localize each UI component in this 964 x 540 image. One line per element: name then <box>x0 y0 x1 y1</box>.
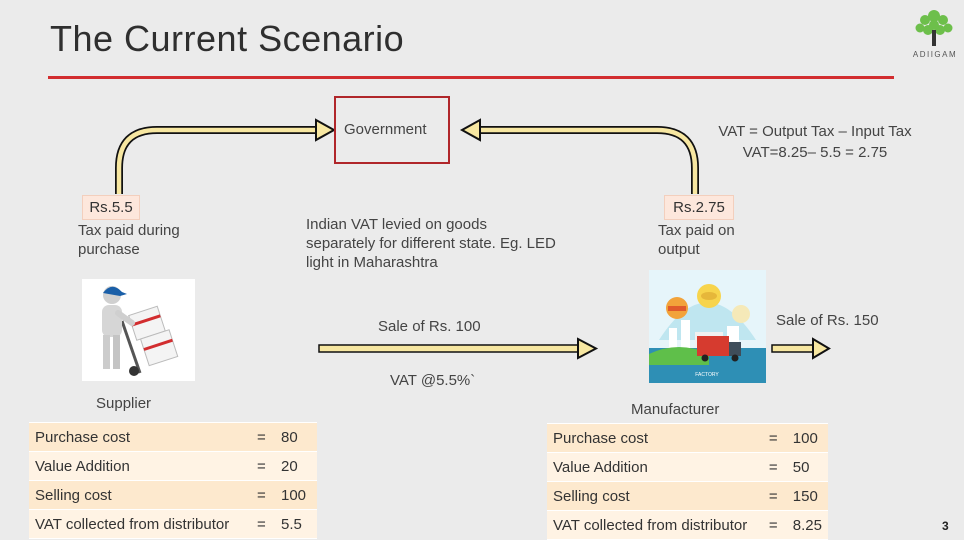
manufacturer-tax-note: Tax paid on output <box>658 222 735 258</box>
cost-value: 80 <box>275 422 317 452</box>
cost-label: Selling cost <box>547 481 763 511</box>
slide-title: The Current Scenario <box>50 18 405 59</box>
right-sale-arrowhead <box>812 337 831 360</box>
supplier-image <box>82 279 195 381</box>
table-row: Selling cost = 150 <box>547 481 828 511</box>
table-row: Purchase cost = 80 <box>29 422 317 452</box>
cost-value: 20 <box>275 451 317 481</box>
equals-sign: = <box>762 452 787 482</box>
factory-illustration-icon: FACTORY <box>649 284 766 383</box>
equals-sign: = <box>251 422 275 452</box>
cost-label: Purchase cost <box>29 422 251 452</box>
table-row: VAT collected from distributor = 8.25 <box>547 510 828 540</box>
supplier-label: Supplier <box>96 395 152 412</box>
cost-value: 8.25 <box>786 510 828 540</box>
equals-sign: = <box>251 480 275 510</box>
factory-image: FACTORY <box>649 270 766 383</box>
sale-100-label: Sale of Rs. 100 <box>378 318 481 335</box>
vat-state-note: Indian VAT levied on goods separately fo… <box>306 216 556 271</box>
cost-label: Value Addition <box>29 451 251 481</box>
cost-label: Selling cost <box>29 480 251 510</box>
vat-formula-line1: VAT = Output Tax – Input Tax <box>718 123 912 140</box>
cost-label: VAT collected from distributor <box>29 509 251 539</box>
manufacturer-cost-table: Purchase cost = 100 Value Addition = 50 … <box>547 423 828 540</box>
equals-sign: = <box>762 481 787 511</box>
cost-value: 100 <box>786 423 828 453</box>
supplier-tax-note: Tax paid during purchase <box>78 222 180 258</box>
cost-value: 150 <box>786 481 828 511</box>
equals-sign: = <box>251 509 275 539</box>
left-curve-arrowhead <box>315 118 337 142</box>
cost-label: VAT collected from distributor <box>547 510 763 540</box>
table-row: Value Addition = 50 <box>547 452 828 482</box>
factory-caption: FACTORY <box>695 372 719 378</box>
government-box <box>334 96 450 164</box>
manufacturer-tax-tag: Rs.2.75 <box>664 195 734 220</box>
vat-formula: VAT = Output Tax – Input Tax VAT=8.25– 5… <box>690 121 940 163</box>
sale-150-label: Sale of Rs. 150 <box>776 312 879 329</box>
manufacturer-label: Manufacturer <box>631 401 720 418</box>
table-row: VAT collected from distributor = 5.5 <box>29 509 317 539</box>
page-number: 3 <box>942 519 949 533</box>
logo-text: ADIIGAM <box>912 50 958 59</box>
cost-value: 5.5 <box>275 509 317 539</box>
right-curve-arrow <box>478 126 699 194</box>
middle-sale-arrow <box>318 344 580 353</box>
equals-sign: = <box>762 423 787 453</box>
table-row: Selling cost = 100 <box>29 480 317 510</box>
supplier-tax-tag: Rs.5.5 <box>82 195 140 220</box>
vat-rate-label: VAT @5.5%` <box>390 372 476 389</box>
cost-value: 50 <box>786 452 828 482</box>
government-label: Government <box>344 121 427 138</box>
cost-value: 100 <box>275 480 317 510</box>
equals-sign: = <box>762 510 787 540</box>
middle-sale-arrowhead <box>577 337 599 360</box>
tree-logo-icon <box>915 10 953 46</box>
right-sale-arrow <box>771 344 815 353</box>
cost-label: Purchase cost <box>547 423 763 453</box>
table-row: Purchase cost = 100 <box>547 423 828 453</box>
delivery-person-hand-truck-icon <box>102 286 179 376</box>
cost-label: Value Addition <box>547 452 763 482</box>
supplier-cost-table: Purchase cost = 80 Value Addition = 20 S… <box>29 422 317 539</box>
title-underline <box>48 76 894 79</box>
left-curve-arrow <box>115 126 318 194</box>
table-row: Value Addition = 20 <box>29 451 317 481</box>
vat-formula-line2: VAT=8.25– 5.5 = 2.75 <box>742 144 888 161</box>
equals-sign: = <box>251 451 275 481</box>
right-curve-arrowhead <box>459 118 481 142</box>
